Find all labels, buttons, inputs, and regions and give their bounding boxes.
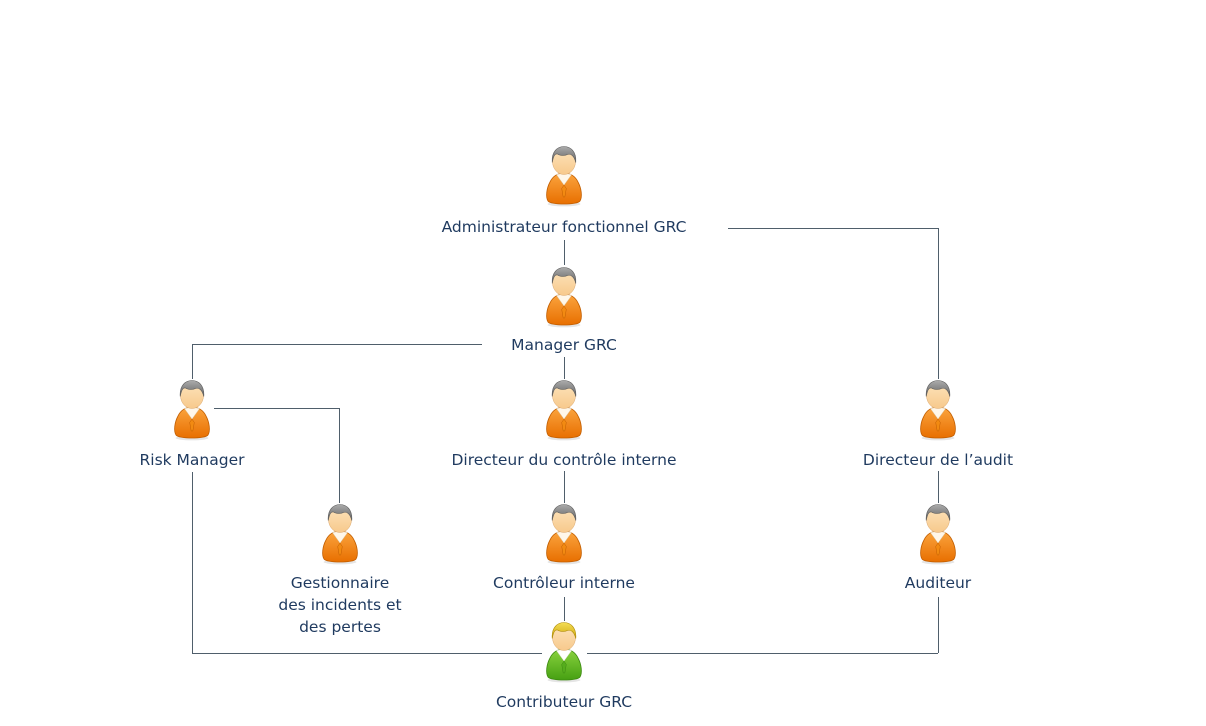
connector-manager-to-dci: [564, 357, 565, 379]
person-orange-icon: [541, 145, 587, 207]
connector-risk-to-contributeur-h: [192, 653, 542, 654]
node-label: Contrôleur interne: [493, 574, 635, 592]
person-orange-icon: [541, 379, 587, 441]
connector-admin-to-directeur-audit-v: [938, 228, 939, 379]
node-label: Gestionnaire des incidents et des pertes: [278, 574, 402, 636]
connector-directeur-audit-to-auditeur: [938, 471, 939, 503]
connector-admin-to-directeur-audit-h: [728, 228, 938, 229]
connector-manager-to-risk-v: [192, 344, 193, 379]
node-label: Auditeur: [904, 574, 972, 592]
person-orange-icon: [541, 266, 587, 328]
person-orange-icon: [541, 503, 587, 565]
connector-risk-to-gestionnaire-h: [214, 408, 339, 409]
connector-risk-to-gestionnaire-v: [339, 408, 340, 503]
person-orange-icon: [915, 503, 961, 565]
person-orange-icon: [169, 379, 215, 441]
connector-dci-to-controleur: [564, 471, 565, 503]
node-label: Administrateur fonctionnel GRC: [441, 218, 687, 236]
connector-controleur-to-contributeur: [564, 597, 565, 621]
connector-manager-to-risk-h: [192, 344, 482, 345]
connector-auditeur-to-contributeur-v: [938, 597, 939, 653]
node-label: Manager GRC: [511, 336, 617, 354]
connector-admin-to-manager: [564, 240, 565, 265]
connector-risk-to-contributeur-v: [192, 472, 193, 653]
node-label: Risk Manager: [139, 451, 245, 469]
person-green-icon: [541, 621, 587, 683]
connector-auditeur-to-contributeur-h: [587, 653, 938, 654]
node-label: Directeur de l’audit: [862, 451, 1014, 469]
person-orange-icon: [317, 503, 363, 565]
person-orange-icon: [915, 379, 961, 441]
node-label: Contributeur GRC: [495, 693, 633, 711]
node-label: Directeur du contrôle interne: [451, 451, 677, 469]
